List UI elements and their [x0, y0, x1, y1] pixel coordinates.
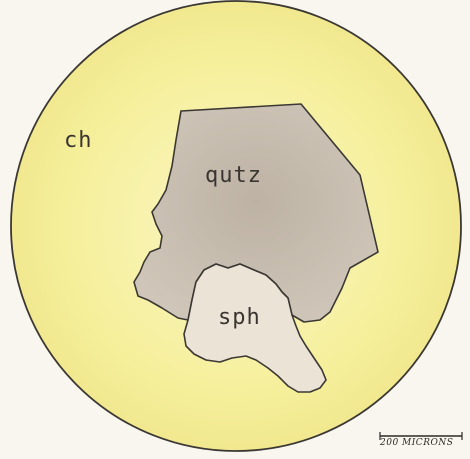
label-chlorite: ch — [64, 128, 93, 153]
label-sphene: sph — [218, 305, 261, 330]
label-quartz: qutz — [205, 163, 262, 188]
scale-bar-label: 200 MICRONS — [380, 438, 453, 448]
